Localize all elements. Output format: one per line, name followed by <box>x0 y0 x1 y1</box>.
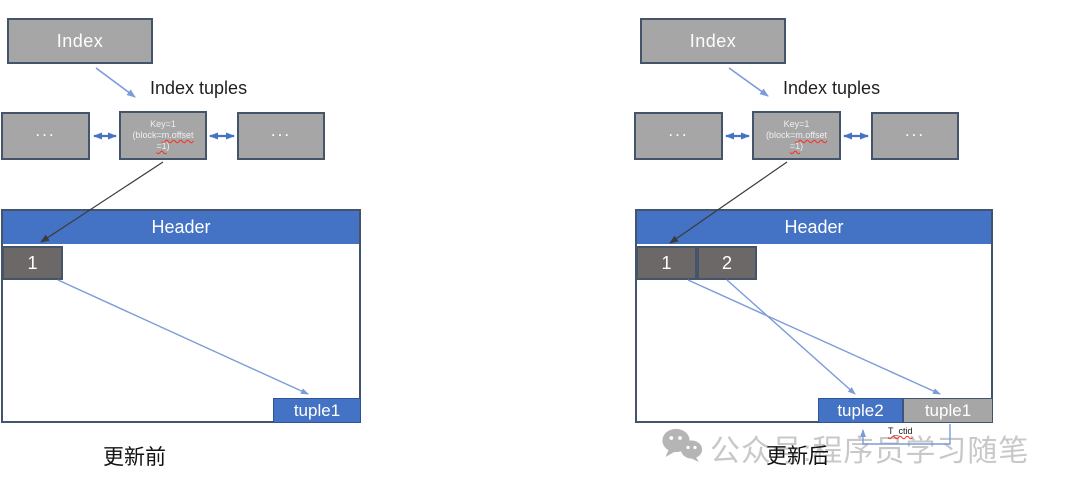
heap-page-after: Header <box>635 209 993 423</box>
tuple-label: tuple2 <box>837 400 884 420</box>
line-pointer-2-after: 2 <box>697 246 757 280</box>
index-box-after: Index <box>640 18 786 64</box>
key-line3: =1) <box>789 141 804 152</box>
tuple-label: tuple1 <box>924 400 972 420</box>
index-tuples-label-after: Index tuples <box>783 78 881 98</box>
key-line2-marked: m.offset <box>161 129 194 140</box>
key-line3: =1) <box>156 141 170 152</box>
index-tuple-box-right-before: ... <box>237 112 325 160</box>
caption-after-update: 更新后 <box>766 445 829 468</box>
arrow-index-to-tuples-after <box>728 67 769 97</box>
arrow-index-to-tuples-before <box>95 67 136 98</box>
tuple-label: tuple1 <box>293 400 341 420</box>
index-tuple-key-box-after: Key=1 (block=m.offset =1) <box>752 111 841 160</box>
caption-before-update: 更新前 <box>103 446 166 469</box>
key-line1: Key=1 <box>150 118 176 129</box>
ellipsis-label: ... <box>668 121 689 140</box>
index-tuple-box-left-after: ... <box>634 112 723 160</box>
tuple2-after: tuple2 <box>818 398 903 423</box>
ellipsis-label: ... <box>904 121 926 140</box>
index-tuple-key-box-before: Key=1 (block=m.offset =1) <box>119 111 207 160</box>
index-box-label: Index <box>56 30 104 51</box>
ellipsis-label: ... <box>270 121 292 140</box>
index-box-label: Index <box>689 30 737 51</box>
key-line2-marked: m.offset <box>795 129 828 140</box>
tuple1-before: tuple1 <box>273 398 361 423</box>
key-line3-marked: =1 <box>789 141 801 152</box>
index-tuple-box-right-after: ... <box>871 112 959 160</box>
ellipsis-label: ... <box>35 121 56 140</box>
page-header-label: Header <box>784 217 844 237</box>
line-pointer-label: 2 <box>721 252 732 273</box>
line-pointer-label: 1 <box>661 252 672 273</box>
tctid-label: T_ctid <box>888 426 913 436</box>
index-tuples-label-before: Index tuples <box>150 78 248 98</box>
index-tuple-box-left-before: ... <box>1 112 90 160</box>
line-pointer-1-before: 1 <box>2 246 63 280</box>
line-pointer-1-after: 1 <box>636 246 697 280</box>
watermark-text: 公众号:程序员学习随笔 <box>710 435 1030 468</box>
page-header-bar: Header <box>3 211 359 244</box>
key-line3-marked: =1 <box>156 141 167 152</box>
page-header-bar: Header <box>637 211 991 244</box>
line-pointer-label: 1 <box>27 252 38 273</box>
wechat-icon <box>662 428 703 462</box>
key-line2: (block=m.offset <box>765 129 828 140</box>
key-line1: Key=1 <box>783 118 810 129</box>
page-header-label: Header <box>151 217 211 237</box>
index-box-before: Index <box>7 18 153 64</box>
heap-page-before: Header <box>1 209 361 423</box>
key-line2: (block=m.offset <box>132 129 194 140</box>
tuple1-after: tuple1 <box>903 398 993 423</box>
